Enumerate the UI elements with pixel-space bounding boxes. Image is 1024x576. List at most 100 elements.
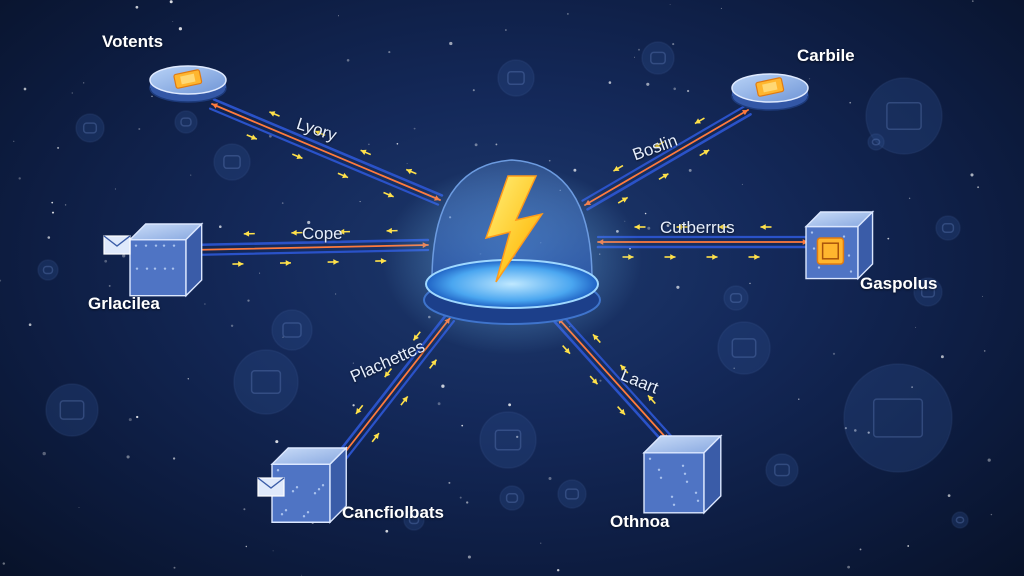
star-dot	[646, 82, 650, 86]
star-dot	[516, 435, 519, 439]
star-dot	[970, 173, 974, 177]
envelope-icon	[257, 477, 285, 497]
background-circle-icon	[233, 349, 299, 415]
edge-votents	[208, 98, 444, 206]
star-dot	[219, 225, 222, 228]
star-dot	[204, 303, 206, 305]
star-dot	[335, 293, 337, 295]
cube-node-icon	[804, 210, 875, 281]
star-dot	[798, 398, 800, 400]
star-dot	[359, 201, 361, 203]
star-dot	[352, 362, 354, 364]
star-dot	[190, 174, 192, 176]
background-circle-icon	[765, 453, 799, 487]
star-dot	[18, 177, 21, 180]
background-circle-icon	[867, 133, 885, 151]
star-dot	[859, 548, 862, 551]
star-dot	[51, 201, 54, 204]
star-dot	[495, 143, 498, 146]
star-dot	[459, 496, 462, 499]
star-dot	[385, 529, 389, 533]
background-circle-icon	[479, 411, 537, 469]
edge-label-cutberrus: Cutberrus	[660, 218, 735, 237]
star-dot	[169, 0, 173, 4]
star-dot	[13, 140, 15, 142]
star-dot	[608, 81, 612, 84]
star-dot	[368, 143, 370, 146]
edge-label-cope: Cope	[302, 224, 343, 243]
star-dot	[647, 226, 651, 230]
star-dot	[178, 27, 183, 31]
star-dot	[505, 29, 507, 31]
lightning-bolt-icon	[484, 175, 544, 283]
star-dot	[733, 367, 735, 369]
star-dot	[940, 355, 944, 359]
star-dot	[508, 403, 512, 407]
star-dot	[64, 204, 67, 206]
background-circle-icon	[497, 59, 535, 97]
star-dot	[259, 272, 261, 274]
edge-cancfiolbats	[329, 313, 456, 470]
star-dot	[346, 59, 350, 62]
background-circle-icon	[723, 285, 749, 311]
background-circle-icon	[913, 277, 943, 307]
star-dot	[688, 168, 692, 172]
star-dot	[388, 51, 391, 54]
star-dot	[42, 451, 46, 456]
coin-badge-icon	[816, 237, 845, 265]
star-dot	[114, 188, 116, 190]
star-dot	[844, 427, 847, 430]
disc-node-icon	[731, 73, 809, 111]
star-dot	[548, 477, 552, 480]
star-dot	[51, 211, 55, 214]
star-dot	[983, 350, 986, 352]
star-dot	[466, 501, 469, 504]
star-dot	[548, 159, 551, 162]
star-dot	[307, 220, 311, 225]
star-dot	[915, 326, 917, 328]
node-label-votents: Votents	[102, 32, 164, 51]
star-dot	[138, 128, 141, 130]
star-dot	[449, 41, 453, 46]
star-dot	[136, 415, 139, 419]
star-dot	[633, 56, 636, 58]
background-circle-icon	[843, 363, 953, 473]
star-dot	[990, 513, 993, 516]
star-dot	[0, 279, 2, 282]
star-dot	[673, 87, 676, 91]
star-dot	[749, 282, 751, 285]
cube-node-icon	[642, 434, 723, 515]
star-dot	[104, 259, 108, 263]
star-dot	[686, 89, 690, 93]
background-circle-icon	[951, 511, 969, 529]
star-dot	[83, 82, 85, 84]
node-label-cancfiolbats: Cancfiolbats	[342, 503, 445, 522]
background-circle-icon	[717, 321, 771, 375]
star-dot	[461, 424, 464, 427]
node-label-grlacilea: Grlacilea	[88, 294, 160, 313]
nodes-layer	[103, 65, 875, 524]
star-dot	[971, 0, 974, 2]
star-dot	[57, 146, 60, 149]
chip-icon	[173, 69, 203, 89]
star-dot	[887, 237, 890, 240]
star-dot	[282, 336, 284, 338]
star-dot	[28, 323, 32, 327]
star-dot	[847, 565, 850, 569]
star-dot	[867, 431, 870, 434]
node-label-gaspolus: Gaspolus	[860, 274, 938, 293]
star-dot	[128, 418, 132, 422]
background-circle-icon	[935, 215, 961, 241]
star-dot	[272, 550, 274, 552]
star-dot	[666, 224, 670, 227]
star-dot	[977, 186, 980, 189]
star-dot	[638, 48, 640, 51]
star-dot	[987, 458, 991, 462]
star-dot	[71, 92, 73, 94]
star-dot	[135, 5, 139, 9]
disc-node-icon	[149, 65, 227, 103]
star-dot	[352, 404, 355, 407]
edge-carbile	[581, 104, 752, 211]
